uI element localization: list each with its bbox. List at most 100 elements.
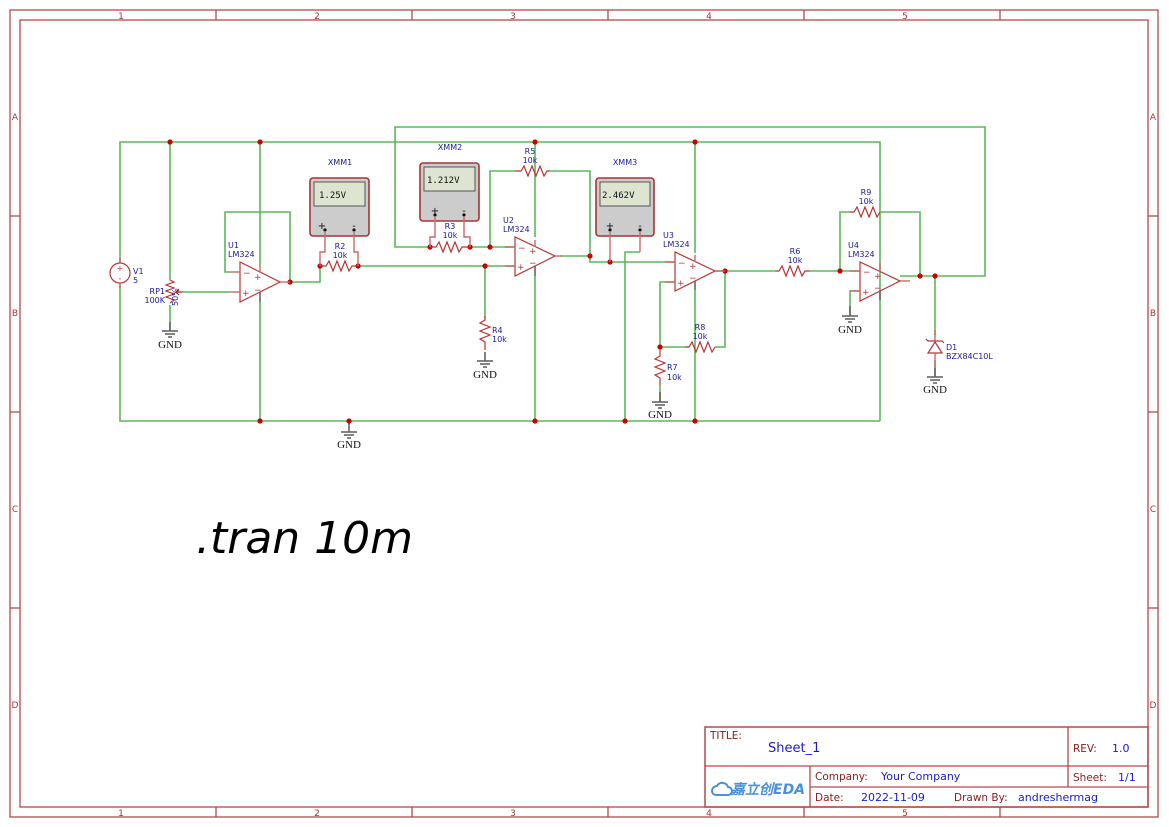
title-label: TITLE: [709,730,742,742]
resistor-r2[interactable]: R2 10k [320,242,358,273]
resistor-r9[interactable]: R9 10k [850,188,881,219]
gnd-label: GND [158,339,182,351]
wires [119,126,986,432]
wire[interactable] [224,211,291,282]
component-ref: R2 [335,242,346,251]
wire[interactable] [715,271,726,348]
wire[interactable] [560,255,675,263]
resistor-zigzag-icon [850,205,881,219]
row-dividers [10,215,1158,609]
svg-text:−: − [863,268,871,278]
resistor-r5[interactable]: R5 10k [515,147,550,178]
wire-bottom-rail[interactable] [119,283,880,422]
junction-dot [657,344,663,350]
column-label-bottom: 5 [902,809,908,819]
multimeter-xmm3[interactable]: XMM3 2.462V + - [595,158,655,262]
svg-text:-: - [462,206,466,217]
wire[interactable] [880,211,921,276]
component-ref: R8 [695,323,706,332]
zener-diode-d1[interactable]: D1 BZX84C10L [925,330,993,368]
resistor-r8[interactable]: R8 10k [685,323,716,354]
component-value: 10k [859,197,874,206]
component-value: LM324 [503,225,530,234]
component-ref: R9 [861,188,872,197]
resistor-r3[interactable]: R3 10k [430,222,470,254]
title-value: Sheet_1 [768,741,820,756]
component-ref: D1 [946,343,957,352]
potentiometer-rp1[interactable]: RP1 100K 50% [144,279,182,306]
resistor-r6[interactable]: R6 10k [775,247,810,278]
component-ref: R3 [445,222,456,231]
opamp-u1[interactable]: −+ +− U1 LM324 [228,241,290,303]
opamp-u4[interactable]: −+ +− U4 LM324 [848,241,910,302]
component-value: 10k [788,256,803,265]
wire[interactable] [489,170,515,247]
column-label-bottom: 4 [706,809,712,819]
svg-text:−: − [529,259,537,269]
sheet-value: 1/1 [1118,771,1136,784]
column-label-top: 1 [118,12,124,22]
voltage-source-v1[interactable]: + - V1 5 [109,258,144,288]
wire[interactable] [290,266,321,283]
wire-vcc-rail[interactable] [119,141,881,421]
junction-dot [532,418,538,424]
junction-dot [487,244,493,250]
svg-text:−: − [689,274,697,284]
ground-symbols: GND GND GND GND GND [158,306,947,451]
resistor-zigzag-icon [430,240,470,254]
outer-border [9,9,1159,818]
column-label-bottom: 2 [314,809,320,819]
wire[interactable] [624,251,640,421]
meter-reading: 2.462V [602,191,635,201]
svg-text:-: - [638,221,642,232]
wire[interactable] [839,211,850,271]
multimeter-xmm2[interactable]: XMM2 1.212V + - [419,143,480,247]
component-value: 10k [667,373,682,382]
junction-dot [167,139,173,145]
wire[interactable] [550,170,591,256]
gnd-label: GND [923,384,947,396]
svg-text:+: + [318,221,326,232]
row-label-left: A [12,113,19,123]
junction-dot [257,139,263,145]
component-ref: R4 [492,326,503,335]
meter-reading: 1.212V [427,176,460,186]
svg-text:+: + [689,262,697,272]
svg-text:−: − [254,286,262,296]
junction-dot [257,418,263,424]
title-block: TITLE: Sheet_1 REV: 1.0 嘉立创EDA Company: … [704,726,1149,808]
gnd-rp1: GND [158,322,182,351]
meter-display [599,181,651,207]
gnd-r7: GND [648,392,672,421]
row-label-right: A [1150,113,1157,123]
resistor-zigzag-icon [164,279,176,304]
wire-feedback-loop[interactable] [394,126,986,277]
resistor-r7[interactable]: R7 10k [653,350,682,385]
component-value: LM324 [228,250,255,259]
gnd-label: GND [473,369,497,381]
component-ref: R5 [525,147,536,156]
wire[interactable] [849,290,860,316]
svg-text:+: + [242,289,250,299]
cloud-icon [710,781,733,796]
rev-value: 1.0 [1112,742,1130,755]
sim-directive[interactable]: .tran 10m [196,513,413,564]
meter-reading: 1.25V [319,191,347,201]
row-label-left: C [12,505,18,515]
resistor-zigzag-icon [685,340,716,354]
wire[interactable] [659,281,675,347]
junction-dot [532,139,538,145]
resistor-r4[interactable]: R4 10k [478,316,507,350]
column-label-bottom: 1 [118,809,124,819]
svg-text:−: − [243,269,251,279]
gnd-label: GND [337,439,361,451]
drawn-by-value: andreshermag [1018,791,1098,804]
opamp-u2[interactable]: −+ +− U2 LM324 [503,216,562,277]
component-ref: U2 [503,216,514,225]
opamp-u3[interactable]: −+ +− U3 LM324 [663,231,725,292]
svg-text:+: + [606,221,614,232]
junction-dot [932,273,938,279]
row-label-left: B [12,309,18,319]
multimeter-xmm1[interactable]: XMM1 1.25V + - [309,158,370,266]
